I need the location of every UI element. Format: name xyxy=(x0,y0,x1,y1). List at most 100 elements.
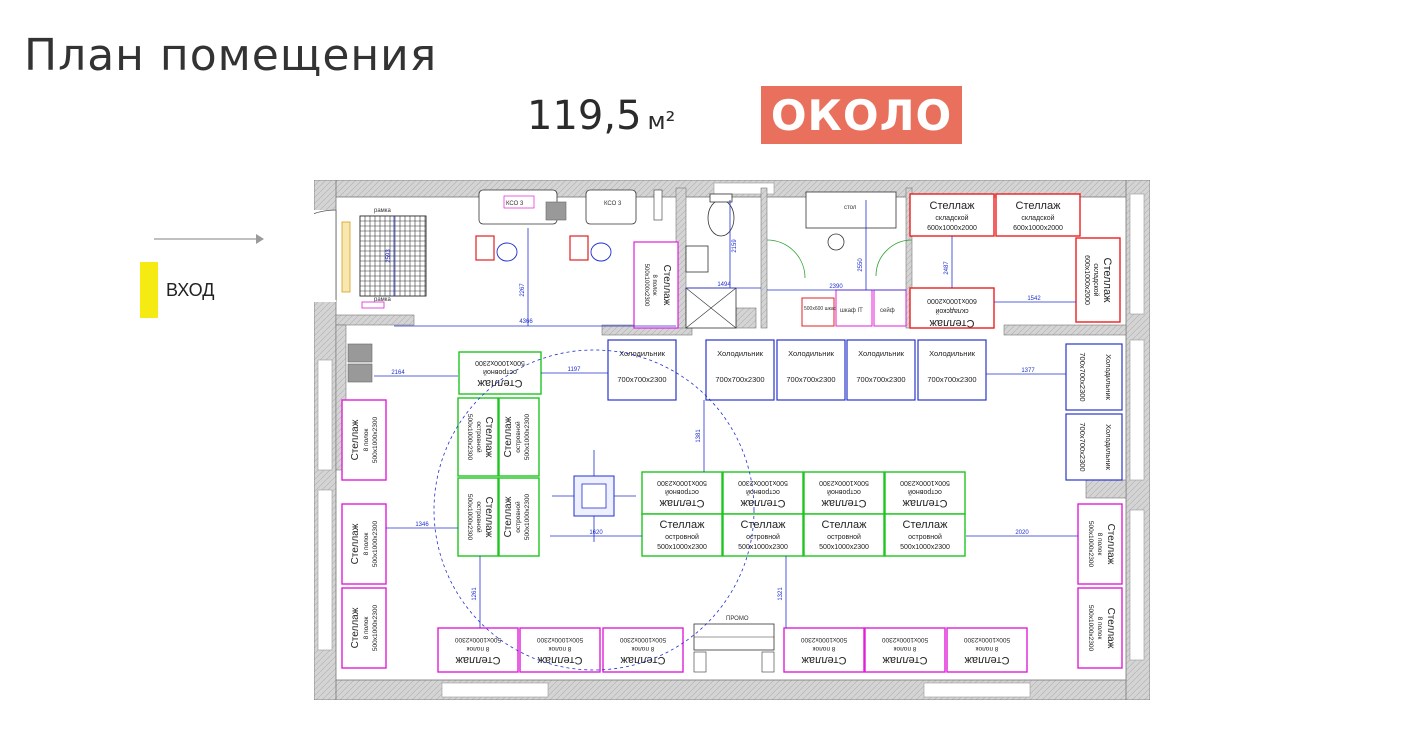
wall-shelf-size: 500x1000x2300 xyxy=(1087,605,1094,652)
island-shelf xyxy=(641,471,723,515)
warehouse-shelf-title: Стеллаж xyxy=(1016,200,1062,212)
wall-shelf xyxy=(783,627,865,673)
island-shelf-size: 500x1000x2300 xyxy=(657,479,707,486)
entry-marker xyxy=(140,262,158,318)
promo-table: ПРОМО xyxy=(693,616,775,673)
wall-shelf-title: Стеллаж xyxy=(350,607,361,648)
island-shelf xyxy=(457,397,499,477)
fridge-title: Холодильник xyxy=(788,349,835,358)
fridge-size: 700x700x2300 xyxy=(786,375,835,384)
wall-shelf-sub: 8 полок xyxy=(363,532,370,555)
fridge-title: Холодильник xyxy=(929,349,976,358)
island-shelf-sub: островной xyxy=(746,533,780,541)
warehouse-shelf-title: Стеллаж xyxy=(930,200,976,212)
island-shelf-sub: островной xyxy=(908,533,942,541)
wall-shelf-sub: 8 полок xyxy=(631,645,654,652)
warehouse-shelf-sub: складской xyxy=(1092,263,1100,296)
table-label: стол xyxy=(844,205,857,211)
promo-label: ПРОМО xyxy=(726,616,749,622)
warehouse-shelf-size: 600x1000x2000 xyxy=(927,225,977,232)
dimension-label: 2159 xyxy=(732,239,738,253)
island-shelf-size: 500x1000x2300 xyxy=(475,359,525,366)
kso-label-2: КСО 3 xyxy=(604,201,622,207)
wall-shelf-title: Стеллаж xyxy=(620,654,666,666)
island-shelf-title: Стеллаж xyxy=(740,497,786,509)
backroom-shelf-sub: 8 полок xyxy=(651,275,657,296)
dimension-label: 2593 xyxy=(386,249,392,263)
island-shelf-sub: островной xyxy=(665,488,699,496)
fridge-size: 700x700x2300 xyxy=(856,375,905,384)
fridges: Холодильник700x700x2300Холодильник700x70… xyxy=(607,339,1123,481)
island-shelf-title: Стеллаж xyxy=(483,497,494,538)
island-shelf-sub: островной xyxy=(827,533,861,541)
island-shelf-size: 500x1000x2300 xyxy=(657,544,707,551)
island-shelf-size: 500x1000x2300 xyxy=(738,544,788,551)
frame-label-bottom: рамка xyxy=(374,297,392,303)
fridge-title: Холодильник xyxy=(717,349,764,358)
entrance-mat xyxy=(359,215,427,297)
island-shelf-size: 500x1000x2300 xyxy=(738,479,788,486)
fridge xyxy=(705,339,775,401)
island-shelves: Стеллажостровной500x1000x2300Стеллажостр… xyxy=(457,351,966,557)
wall-shelf-sub: 8 полок xyxy=(893,645,916,652)
warehouse-shelf-size: 600x1000x2000 xyxy=(1083,255,1090,305)
wall-shelf xyxy=(437,627,519,673)
warehouse-shelf xyxy=(909,287,995,329)
entry-arrow-icon xyxy=(154,234,264,244)
island-shelf-title: Стеллаж xyxy=(659,497,705,509)
area-unit: м² xyxy=(647,107,676,135)
wall-shelf-size: 500x1000x2300 xyxy=(619,636,666,643)
dimension-label: 2550 xyxy=(858,258,864,272)
warehouse-shelf-sub: складской xyxy=(935,214,968,222)
dimension-label: 1321 xyxy=(778,587,784,601)
wall-shelf-sub: 8 полок xyxy=(975,645,998,652)
fridge xyxy=(1065,413,1123,481)
it-cabinet-label: шкаф IT xyxy=(840,308,863,314)
island-shelf-size: 500x1000x2300 xyxy=(466,414,473,461)
fridge-size: 700x700x2300 xyxy=(927,375,976,384)
island-shelf-title: Стеллаж xyxy=(903,519,949,531)
island-shelf-title: Стеллаж xyxy=(741,519,787,531)
dimension-label: 1494 xyxy=(717,282,731,288)
island-shelf-title: Стеллаж xyxy=(503,496,514,537)
island-shelf-sub: островной xyxy=(514,421,522,453)
island-shelf-sub: островной xyxy=(514,501,522,533)
wall-shelf-sub: 8 полок xyxy=(466,645,489,652)
island-shelf-title: Стеллаж xyxy=(822,519,868,531)
wall-shelf-size: 500x1000x2300 xyxy=(372,416,379,463)
fridge-size: 700x700x2300 xyxy=(1078,422,1087,471)
island-shelf-sub: островной xyxy=(665,533,699,541)
warehouse-shelf-title: Стеллаж xyxy=(929,317,975,329)
island-shelf-size: 500x1000x2300 xyxy=(819,479,869,486)
dimension-label: 2390 xyxy=(829,284,843,290)
island-shelf xyxy=(498,397,540,477)
wall-shelf-size: 500x1000x2300 xyxy=(372,520,379,567)
island-shelf-title: Стеллаж xyxy=(660,519,706,531)
wall-shelf-title: Стеллаж xyxy=(1105,524,1116,565)
kso-area: КСО 3 КСО 3 xyxy=(475,189,663,262)
wall-shelf xyxy=(864,627,946,673)
island-shelf-sub: островной xyxy=(746,488,780,496)
bathroom xyxy=(685,193,806,329)
wall-shelf-size: 500x1000x2300 xyxy=(372,604,379,651)
backroom-shelf-title: Стеллаж xyxy=(661,265,672,306)
island-shelf-sub: островной xyxy=(827,488,861,496)
interior-walls xyxy=(335,187,1127,499)
wall-shelf xyxy=(1077,503,1123,585)
dimension-label: 1381 xyxy=(696,429,702,443)
wall-shelf-title: Стеллаж xyxy=(964,654,1010,666)
entrance-door xyxy=(314,209,337,300)
fridge-title: Холодильник xyxy=(1104,424,1113,471)
wall-shelf-title: Стеллаж xyxy=(801,654,847,666)
fridge-size: 700x700x2300 xyxy=(715,375,764,384)
wall-shelf-sub: 8 полок xyxy=(548,645,571,652)
island-shelf-title: Стеллаж xyxy=(902,497,948,509)
wall-shelf xyxy=(946,627,1028,673)
island-shelf xyxy=(884,513,966,557)
island-shelf xyxy=(803,471,885,515)
wall-shelf xyxy=(341,399,387,481)
safe-label: сейф xyxy=(880,307,895,314)
brand-logo-text: ОКОЛО xyxy=(770,90,953,140)
